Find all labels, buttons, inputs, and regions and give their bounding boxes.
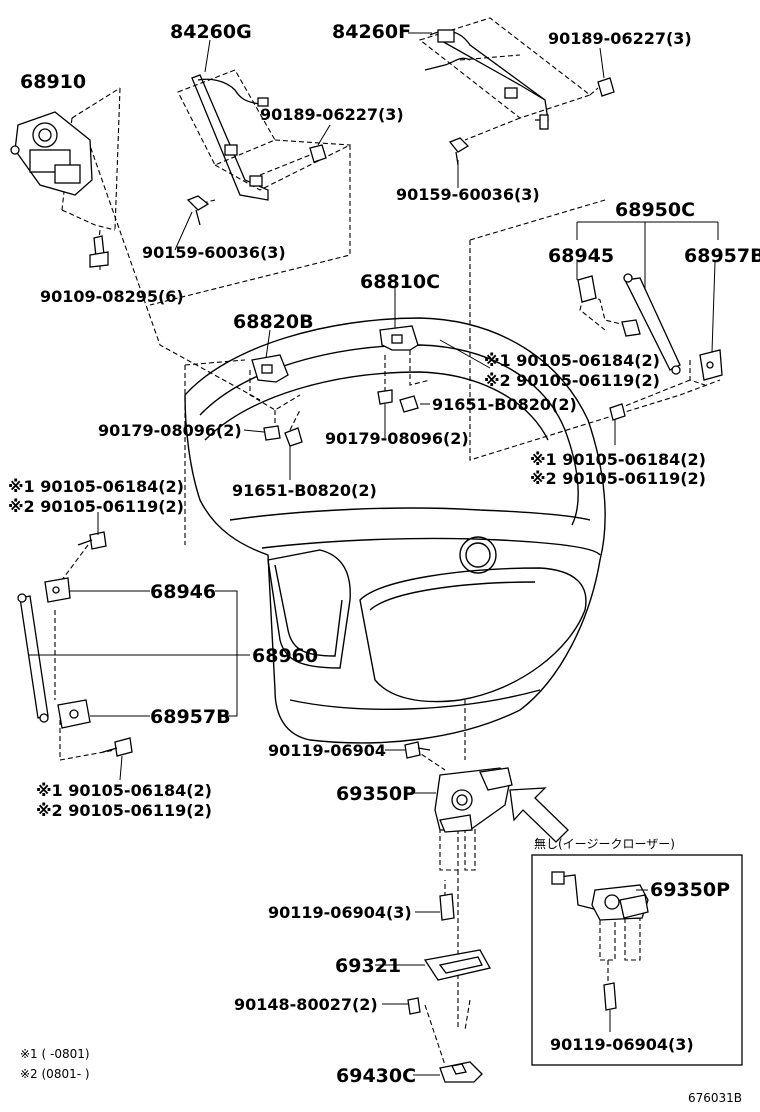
parts	[10, 29, 723, 1083]
label-90105-l1-b: ※2 90105-06119(2)	[8, 497, 184, 516]
bolt-90119-a-icon	[404, 741, 431, 759]
label-68957B-top: 68957B	[684, 245, 760, 267]
wire-harness-84260F-icon	[424, 29, 549, 130]
latch-69350P-icon	[434, 767, 513, 833]
bracket-68946-icon	[44, 577, 71, 603]
bracket-68957B-bottom-icon	[57, 699, 91, 729]
note-2: ※2 (0801- )	[20, 1067, 90, 1081]
bracket-68957B-top-icon	[699, 349, 723, 381]
label-90189-a: 90189-06227(3)	[260, 105, 404, 124]
label-90105-r1-a: ※1 90105-06184(2)	[484, 351, 660, 370]
lock-assembly-68910-icon	[10, 111, 93, 196]
wire-harness-84260G-icon	[191, 74, 269, 201]
label-68810C: 68810C	[360, 271, 440, 293]
label-69430C: 69430C	[336, 1065, 416, 1087]
bolt-91651-b-icon	[284, 427, 303, 447]
label-90119-b: 90119-06904(3)	[268, 903, 412, 922]
direction-arrow-icon	[509, 787, 569, 843]
gas-strut-68960-icon	[17, 593, 49, 723]
label-69321: 69321	[335, 955, 401, 977]
screw-90105-l2-icon	[102, 737, 133, 757]
label-69350P-inset: 69350P	[650, 879, 730, 901]
label-68950C: 68950C	[615, 199, 695, 221]
screw-90105-r1-icon	[621, 319, 641, 337]
label-90105-r1-b: ※2 90105-06119(2)	[484, 371, 660, 390]
label-68960: 68960	[252, 645, 318, 667]
label-90159-a: 90159-60036(3)	[142, 243, 286, 262]
screw-90159-b-icon	[448, 137, 470, 166]
label-68945: 68945	[548, 245, 614, 267]
label-84260G: 84260G	[170, 21, 252, 43]
screw-90159-a-icon	[186, 195, 210, 226]
inset-bolt-90119-icon	[603, 982, 617, 1011]
label-90159-b: 90159-60036(3)	[396, 185, 540, 204]
dashed-group-lines	[54, 17, 721, 1066]
bolt-90119-b-icon	[439, 893, 455, 921]
bolt-90109-icon	[89, 235, 109, 268]
part-labels: 68910 84260G 84260F 90189-06227(3) 90189…	[8, 21, 760, 1105]
label-69350P: 69350P	[336, 783, 416, 805]
clip-90148-icon	[407, 997, 421, 1015]
bolt-91651-a-icon	[399, 395, 419, 413]
hinge-68810C-icon	[379, 325, 419, 351]
label-90105-l2-b: ※2 90105-06119(2)	[36, 801, 212, 820]
label-90119-c: 90119-06904(3)	[550, 1035, 694, 1054]
screw-90105-l1-icon	[77, 531, 107, 550]
label-90179-b: 90179-08096(2)	[325, 429, 469, 448]
diagram-id: 676031B	[688, 1091, 742, 1105]
note-1: ※1 ( -0801)	[20, 1047, 90, 1061]
label-68820B: 68820B	[233, 311, 314, 333]
bracket-68945-icon	[577, 275, 597, 303]
nut-90179-b-icon	[377, 389, 393, 405]
label-91651-b: 91651-B0820(2)	[232, 481, 377, 500]
label-91651-a: 91651-B0820(2)	[432, 395, 577, 414]
label-90105-l1-a: ※1 90105-06184(2)	[8, 477, 184, 496]
gas-strut-68950C-icon	[623, 273, 681, 375]
label-84260F: 84260F	[332, 21, 411, 43]
cover-69430C-icon	[439, 1061, 483, 1083]
label-90109: 90109-08295(6)	[40, 287, 184, 306]
label-90105-r2-b: ※2 90105-06119(2)	[530, 469, 706, 488]
hinge-68820B-icon	[251, 354, 289, 383]
inset-latch-69350P-icon	[551, 871, 649, 921]
label-90189-b: 90189-06227(3)	[548, 29, 692, 48]
label-90179-a: 90179-08096(2)	[98, 421, 242, 440]
label-90148: 90148-80027(2)	[234, 995, 378, 1014]
nut-90179-a-icon	[263, 425, 281, 441]
screw-90105-r2-icon	[609, 403, 626, 421]
leader-lines	[28, 32, 719, 1076]
label-68957B-bottom: 68957B	[150, 706, 231, 728]
label-90119-a: 90119-06904	[268, 741, 386, 760]
plate-69321-icon	[423, 949, 491, 981]
clip-90189-b-icon	[597, 77, 615, 97]
label-68946: 68946	[150, 581, 216, 603]
inset-box	[531, 854, 743, 1066]
inset-title: 無し(イージークローザー)	[534, 836, 675, 851]
label-90105-r2-a: ※1 90105-06184(2)	[530, 450, 706, 469]
label-90105-l2-a: ※1 90105-06184(2)	[36, 781, 212, 800]
clip-90189-a-icon	[309, 144, 327, 163]
label-68910: 68910	[20, 71, 86, 93]
